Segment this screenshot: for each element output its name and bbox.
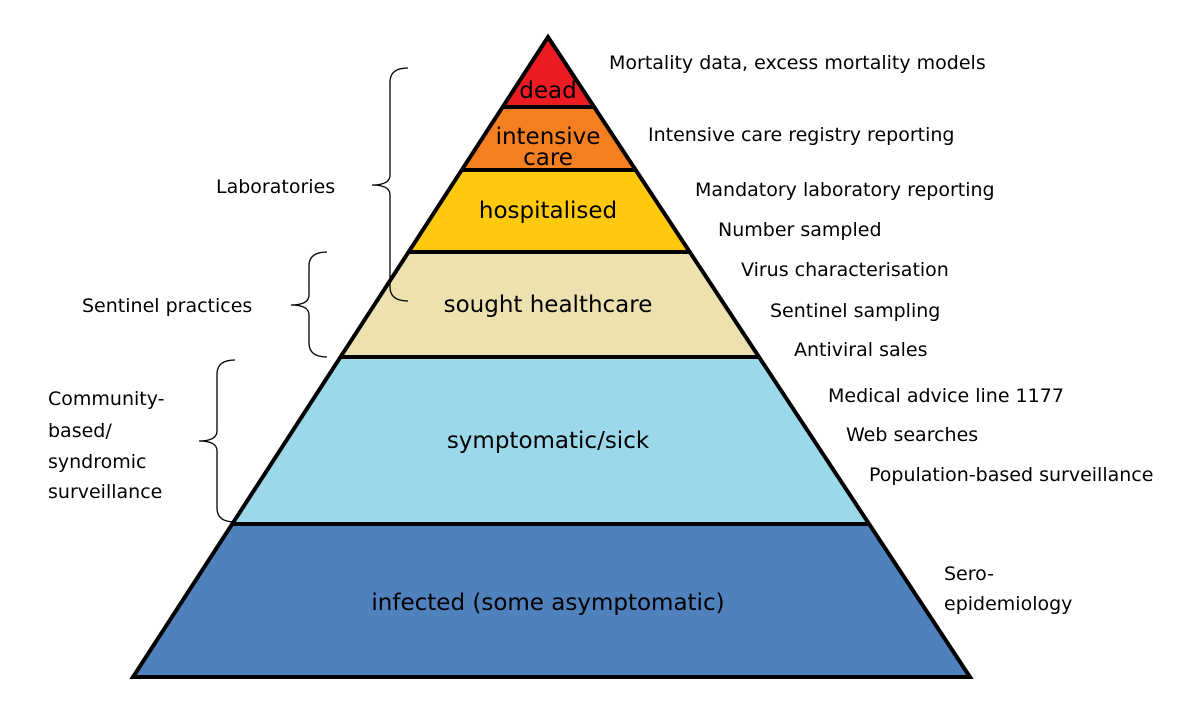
- pyramid-level-label: hospitalised: [479, 198, 617, 224]
- pyramid-level-symptomatic-sick: [232, 357, 870, 524]
- pyramid-bands: [133, 37, 970, 677]
- data-source-sentinel-sampling: Sentinel sampling: [770, 300, 940, 322]
- data-source-antiviral-sales: Antiviral sales: [794, 339, 927, 361]
- pyramid-triangle-outline: [129, 33, 974, 679]
- surveillance-group-label-laboratories: Laboratories: [216, 176, 335, 198]
- data-source-population-based-surveillance: Population-based surveillance: [869, 464, 1153, 486]
- data-source-virus-characterisation: Virus characterisation: [741, 259, 949, 281]
- pyramid-level-sought-healthcare: [340, 252, 759, 357]
- laboratories-brace: [371, 67, 409, 302]
- pyramid-level-dead: [502, 37, 595, 107]
- pyramid-level-label: symptomatic/sick: [447, 428, 650, 454]
- data-source-medical-advice-line: Medical advice line 1177: [828, 385, 1064, 407]
- data-source-mortality-data: Mortality data, excess mortality models: [609, 52, 986, 74]
- data-source-mandatory-lab-reporting: Mandatory laboratory reporting: [695, 179, 995, 201]
- data-source-sero-epidemiology: epidemiology: [944, 593, 1072, 615]
- pyramid-level-label: intensive: [496, 124, 601, 150]
- community-based-brace: [198, 359, 236, 523]
- pyramid-outline: [129, 33, 974, 679]
- data-source-web-searches: Web searches: [846, 424, 978, 446]
- pyramid-level-label: care: [523, 145, 573, 171]
- surveillance-group-label-community-based: based/: [48, 420, 112, 442]
- surveillance-group-label-community-based: surveillance: [48, 481, 162, 503]
- pyramid-level-label: sought healthcare: [444, 292, 653, 318]
- surveillance-braces: [198, 67, 409, 523]
- pyramid-level-label: dead: [519, 78, 576, 104]
- surveillance-group-label-community-based: syndromic: [48, 451, 147, 473]
- pyramid-level-hospitalised: [408, 170, 690, 252]
- data-source-number-sampled: Number sampled: [718, 219, 882, 241]
- surveillance-group-label-community-based: Community-: [48, 388, 165, 410]
- pyramid-level-infected: [133, 524, 970, 677]
- surveillance-group-label-sentinel-practices: Sentinel practices: [82, 295, 252, 317]
- data-source-intensive-care-registry: Intensive care registry reporting: [648, 124, 954, 146]
- data-source-sero-epidemiology: Sero-: [944, 563, 994, 585]
- sentinel-practices-brace: [290, 251, 328, 358]
- pyramid-level-intensive-care: [461, 107, 636, 170]
- pyramid-level-label: infected (some asymptomatic): [371, 590, 724, 616]
